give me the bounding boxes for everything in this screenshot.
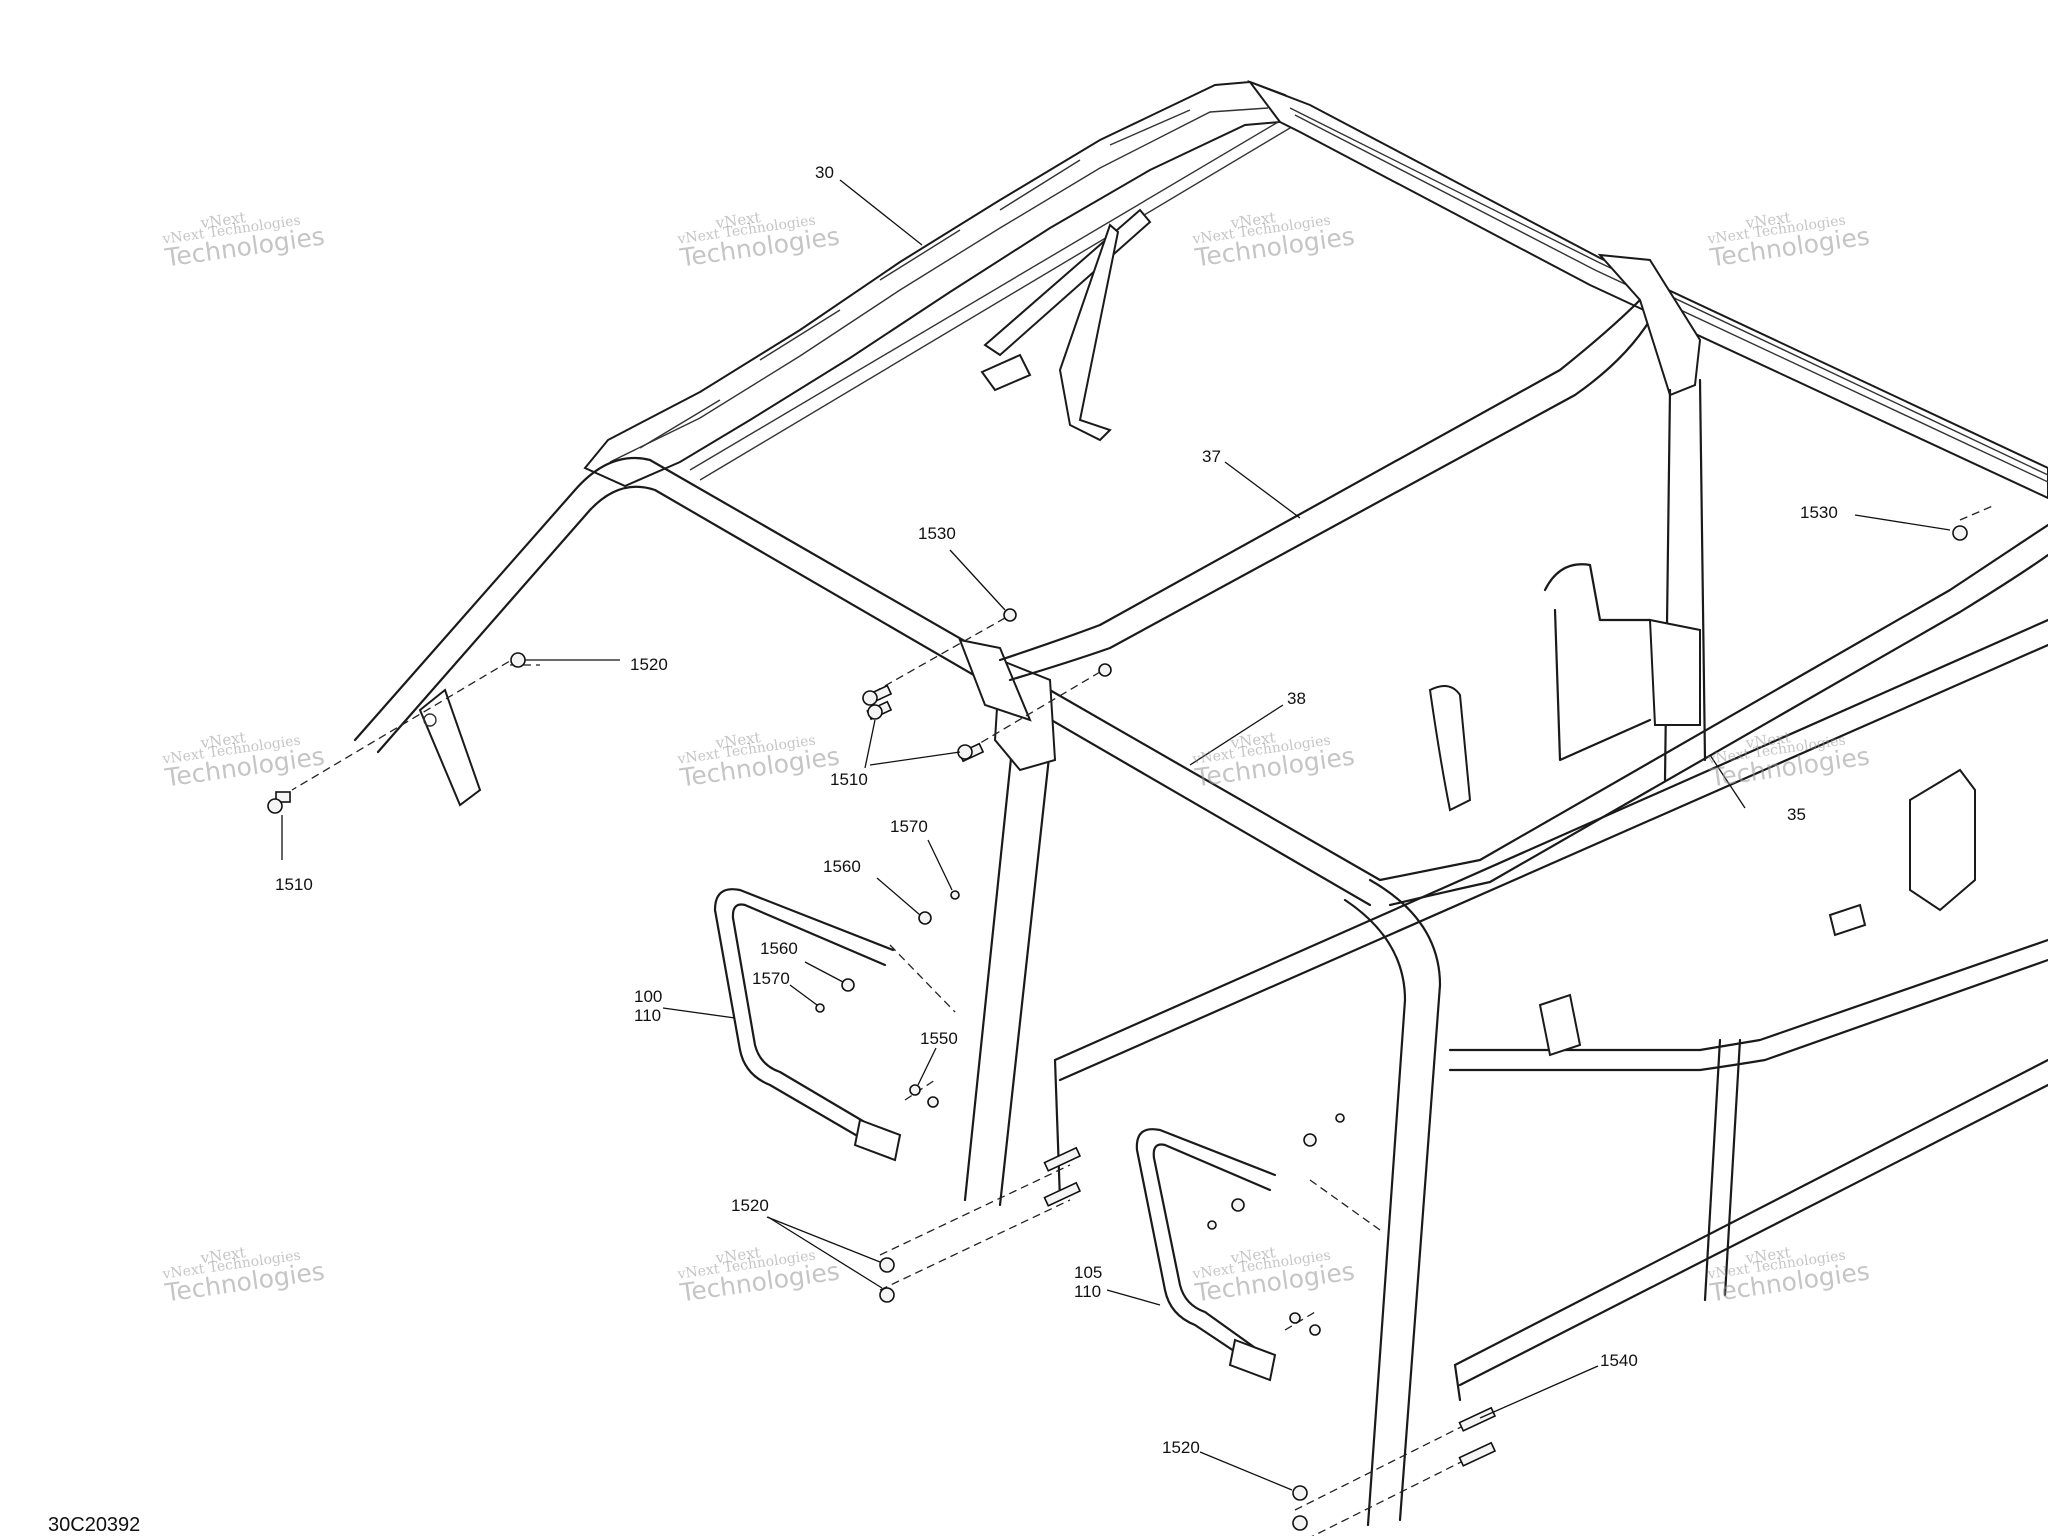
diagram-id: 30C20392	[48, 1514, 140, 1536]
callout-labels: 30 37 38 35 1530 1530 1520 1510 1510 157…	[275, 163, 1838, 1457]
callout-1570-top: 1570	[890, 817, 928, 836]
leader-lines	[281, 179, 1951, 1491]
door-bar-rear	[1135, 1128, 1277, 1382]
callout-1520-bottom: 1520	[1162, 1438, 1200, 1457]
roof-front-panel	[583, 80, 1296, 488]
callout-30: 30	[815, 163, 834, 182]
callout-1540: 1540	[1600, 1351, 1638, 1370]
callout-110-rear: 110	[1074, 1282, 1101, 1301]
callout-35: 35	[1787, 805, 1806, 824]
callout-37: 37	[1202, 447, 1221, 466]
callout-100: 100	[634, 987, 662, 1006]
roof-front-struts	[980, 208, 1152, 442]
callout-1560-top: 1560	[823, 857, 861, 876]
callout-1530-right: 1530	[1800, 503, 1838, 522]
callout-1510-left: 1510	[275, 875, 313, 894]
main-front-hoop	[353, 456, 1442, 1527]
center-b-pillar	[958, 638, 1057, 1207]
callout-1570-bottom: 1570	[752, 969, 790, 988]
hardware	[267, 525, 1968, 1531]
callout-1510-center: 1510	[830, 770, 868, 789]
callout-105: 105	[1074, 1263, 1102, 1282]
callout-1520-top: 1520	[630, 655, 668, 674]
door-bar-front	[713, 888, 902, 1162]
callout-1550: 1550	[920, 1029, 958, 1048]
callout-1520-middle: 1520	[731, 1196, 769, 1215]
lower-frame	[1053, 563, 2048, 1402]
callout-1560-bottom: 1560	[760, 939, 798, 958]
callout-110-front: 110	[634, 1006, 661, 1025]
callout-1530-left: 1530	[918, 524, 956, 543]
rear-roof-bar	[998, 253, 1707, 782]
callout-38: 38	[1287, 689, 1306, 708]
